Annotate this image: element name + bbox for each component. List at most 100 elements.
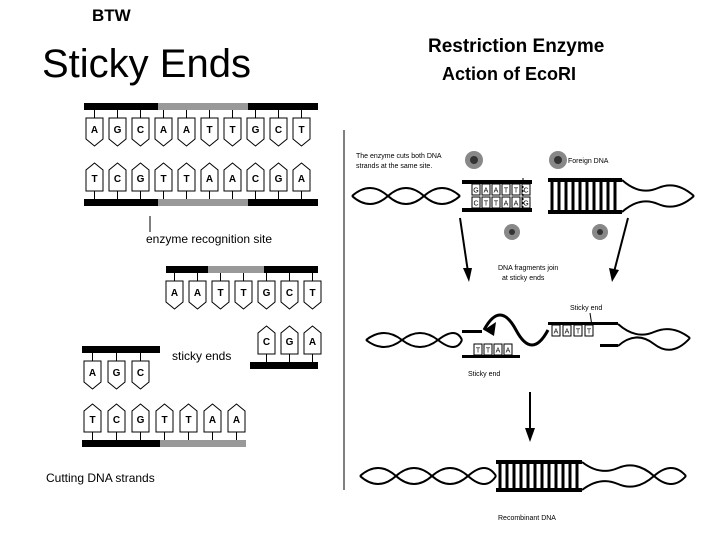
mid-right-upper-strand — [548, 322, 618, 325]
base-tile: C — [246, 162, 265, 199]
base-tile: T — [200, 110, 219, 147]
small-base: A — [491, 183, 501, 196]
arrow-to-recombinant — [525, 392, 535, 442]
small-base: T — [473, 343, 483, 356]
base-letter: T — [91, 174, 97, 185]
base-letter: A — [309, 337, 316, 348]
small-base: A — [503, 343, 513, 356]
foreign-dna-helix — [621, 179, 695, 213]
small-base-letter: C — [473, 201, 478, 208]
base-letter: A — [91, 125, 98, 136]
base-tile: T — [292, 110, 311, 147]
base-tile: G — [269, 162, 288, 199]
base-tile: C — [280, 273, 299, 310]
foreign-dna-rungs — [550, 182, 617, 210]
backbone-top-left — [84, 103, 158, 110]
base-letter: A — [171, 288, 178, 299]
base-tile: T — [155, 403, 174, 440]
recombinant-lower-strand — [496, 488, 582, 492]
base-tile: T — [177, 162, 196, 199]
enzyme-blob-2 — [549, 151, 567, 169]
sticky-end-bottom-label: Sticky end — [468, 371, 500, 378]
small-base: T — [483, 343, 493, 356]
top-dna-helix-left — [351, 187, 461, 205]
frag-right-bottom-backbone — [250, 362, 318, 369]
small-base-letter: A — [484, 188, 489, 195]
base-tile: G — [280, 325, 299, 362]
recognition-site-label: enzyme recognition site — [146, 232, 272, 246]
small-base-letter: G — [523, 201, 528, 208]
small-base-letter: C — [523, 188, 528, 195]
right-title-line2: Action of EcoRI — [442, 64, 576, 84]
small-base: G — [471, 183, 481, 196]
base-tile: G — [131, 403, 150, 440]
base-tile: C — [131, 353, 150, 390]
base-tile: A — [303, 325, 322, 362]
base-letter: C — [114, 174, 121, 185]
base-tile: A — [292, 162, 311, 199]
base-letter: T — [309, 288, 315, 299]
base-tile: G — [108, 110, 127, 147]
small-base: A — [511, 196, 521, 209]
small-base: C — [521, 183, 531, 196]
small-base: T — [501, 183, 511, 196]
base-letter: T — [240, 288, 246, 299]
frag-left-bottom-black — [82, 440, 160, 447]
base-tile: G — [257, 273, 276, 310]
slide-title: Sticky Ends — [42, 42, 251, 86]
frag-left-bottom-grey — [160, 440, 246, 447]
base-letter: T — [298, 125, 304, 136]
base-letter: T — [161, 415, 167, 426]
recombinant-rungs — [498, 464, 579, 488]
base-tile: T — [223, 110, 242, 147]
base-letter: T — [160, 174, 166, 185]
small-base-letter: T — [514, 188, 519, 195]
small-base: C — [471, 196, 481, 209]
base-tile: T — [234, 273, 253, 310]
base-letter: C — [252, 174, 259, 185]
fragments-note-2: at sticky ends — [502, 275, 545, 282]
arrow-right-down — [609, 217, 629, 282]
frag-left-top-backbone — [82, 346, 160, 353]
base-letter: A — [229, 174, 236, 185]
base-tile: C — [257, 325, 276, 362]
top-dna-strand-lower — [462, 208, 532, 212]
enzyme-blob-4 — [592, 224, 608, 240]
base-letter: G — [252, 125, 260, 136]
base-tile: T — [303, 273, 322, 310]
recombinant-dna-label: Recombinant DNA — [498, 515, 556, 522]
enzyme-note-2: strands at the same site. — [356, 163, 432, 170]
sticky-end-top-label: Sticky end — [570, 305, 602, 312]
frag-right-top-black2 — [264, 266, 318, 273]
base-letter: C — [137, 125, 144, 136]
small-base-letter: A — [506, 348, 511, 355]
small-base-letter: T — [494, 201, 499, 208]
base-tile: T — [211, 273, 230, 310]
base-letter: A — [160, 125, 167, 136]
base-letter: G — [286, 337, 294, 348]
enzyme-blob-1 — [465, 151, 483, 169]
base-tile: A — [165, 273, 184, 310]
base-letter: G — [114, 125, 122, 136]
mid-right-helix — [617, 323, 691, 351]
backbone-bottom-site — [158, 199, 248, 206]
small-base-letter: T — [576, 329, 581, 336]
backbone-top-right — [248, 103, 318, 110]
recombinant-upper-strand — [496, 460, 582, 464]
base-letter: A — [233, 415, 240, 426]
backbone-bottom-right — [248, 199, 318, 206]
base-tile: A — [200, 162, 219, 199]
small-base: T — [491, 196, 501, 209]
small-base-letter: T — [484, 201, 489, 208]
small-base: A — [562, 324, 572, 337]
base-letter: C — [263, 337, 270, 348]
small-base: A — [493, 343, 503, 356]
